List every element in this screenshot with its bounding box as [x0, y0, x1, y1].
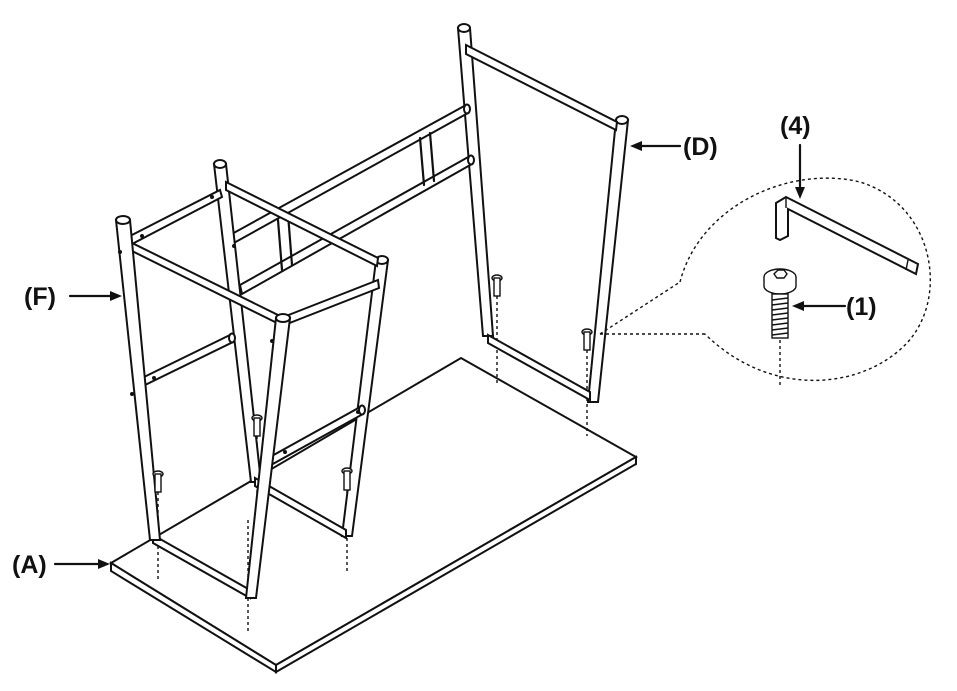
tabletop-panel [109, 356, 639, 674]
large-screw [763, 268, 797, 385]
detail-callout [599, 177, 932, 382]
screw-front-left [152, 470, 164, 493]
hex-key [775, 195, 920, 276]
label-tabletop-a: (A) [12, 551, 47, 579]
label-hex-key-4: (4) [780, 112, 811, 140]
label-screw-1: (1) [846, 293, 877, 321]
side-frame [114, 159, 390, 600]
screw-rear-right [341, 467, 353, 491]
label-back-frame-d: (D) [683, 133, 718, 161]
label-arrows [53, 141, 847, 569]
label-side-frame-f: (F) [24, 283, 56, 311]
screw-front-right [251, 414, 263, 437]
screw-back-right [581, 328, 593, 351]
back-frame [228, 23, 630, 403]
screw-set [152, 274, 593, 493]
screw-back-left [491, 274, 503, 297]
